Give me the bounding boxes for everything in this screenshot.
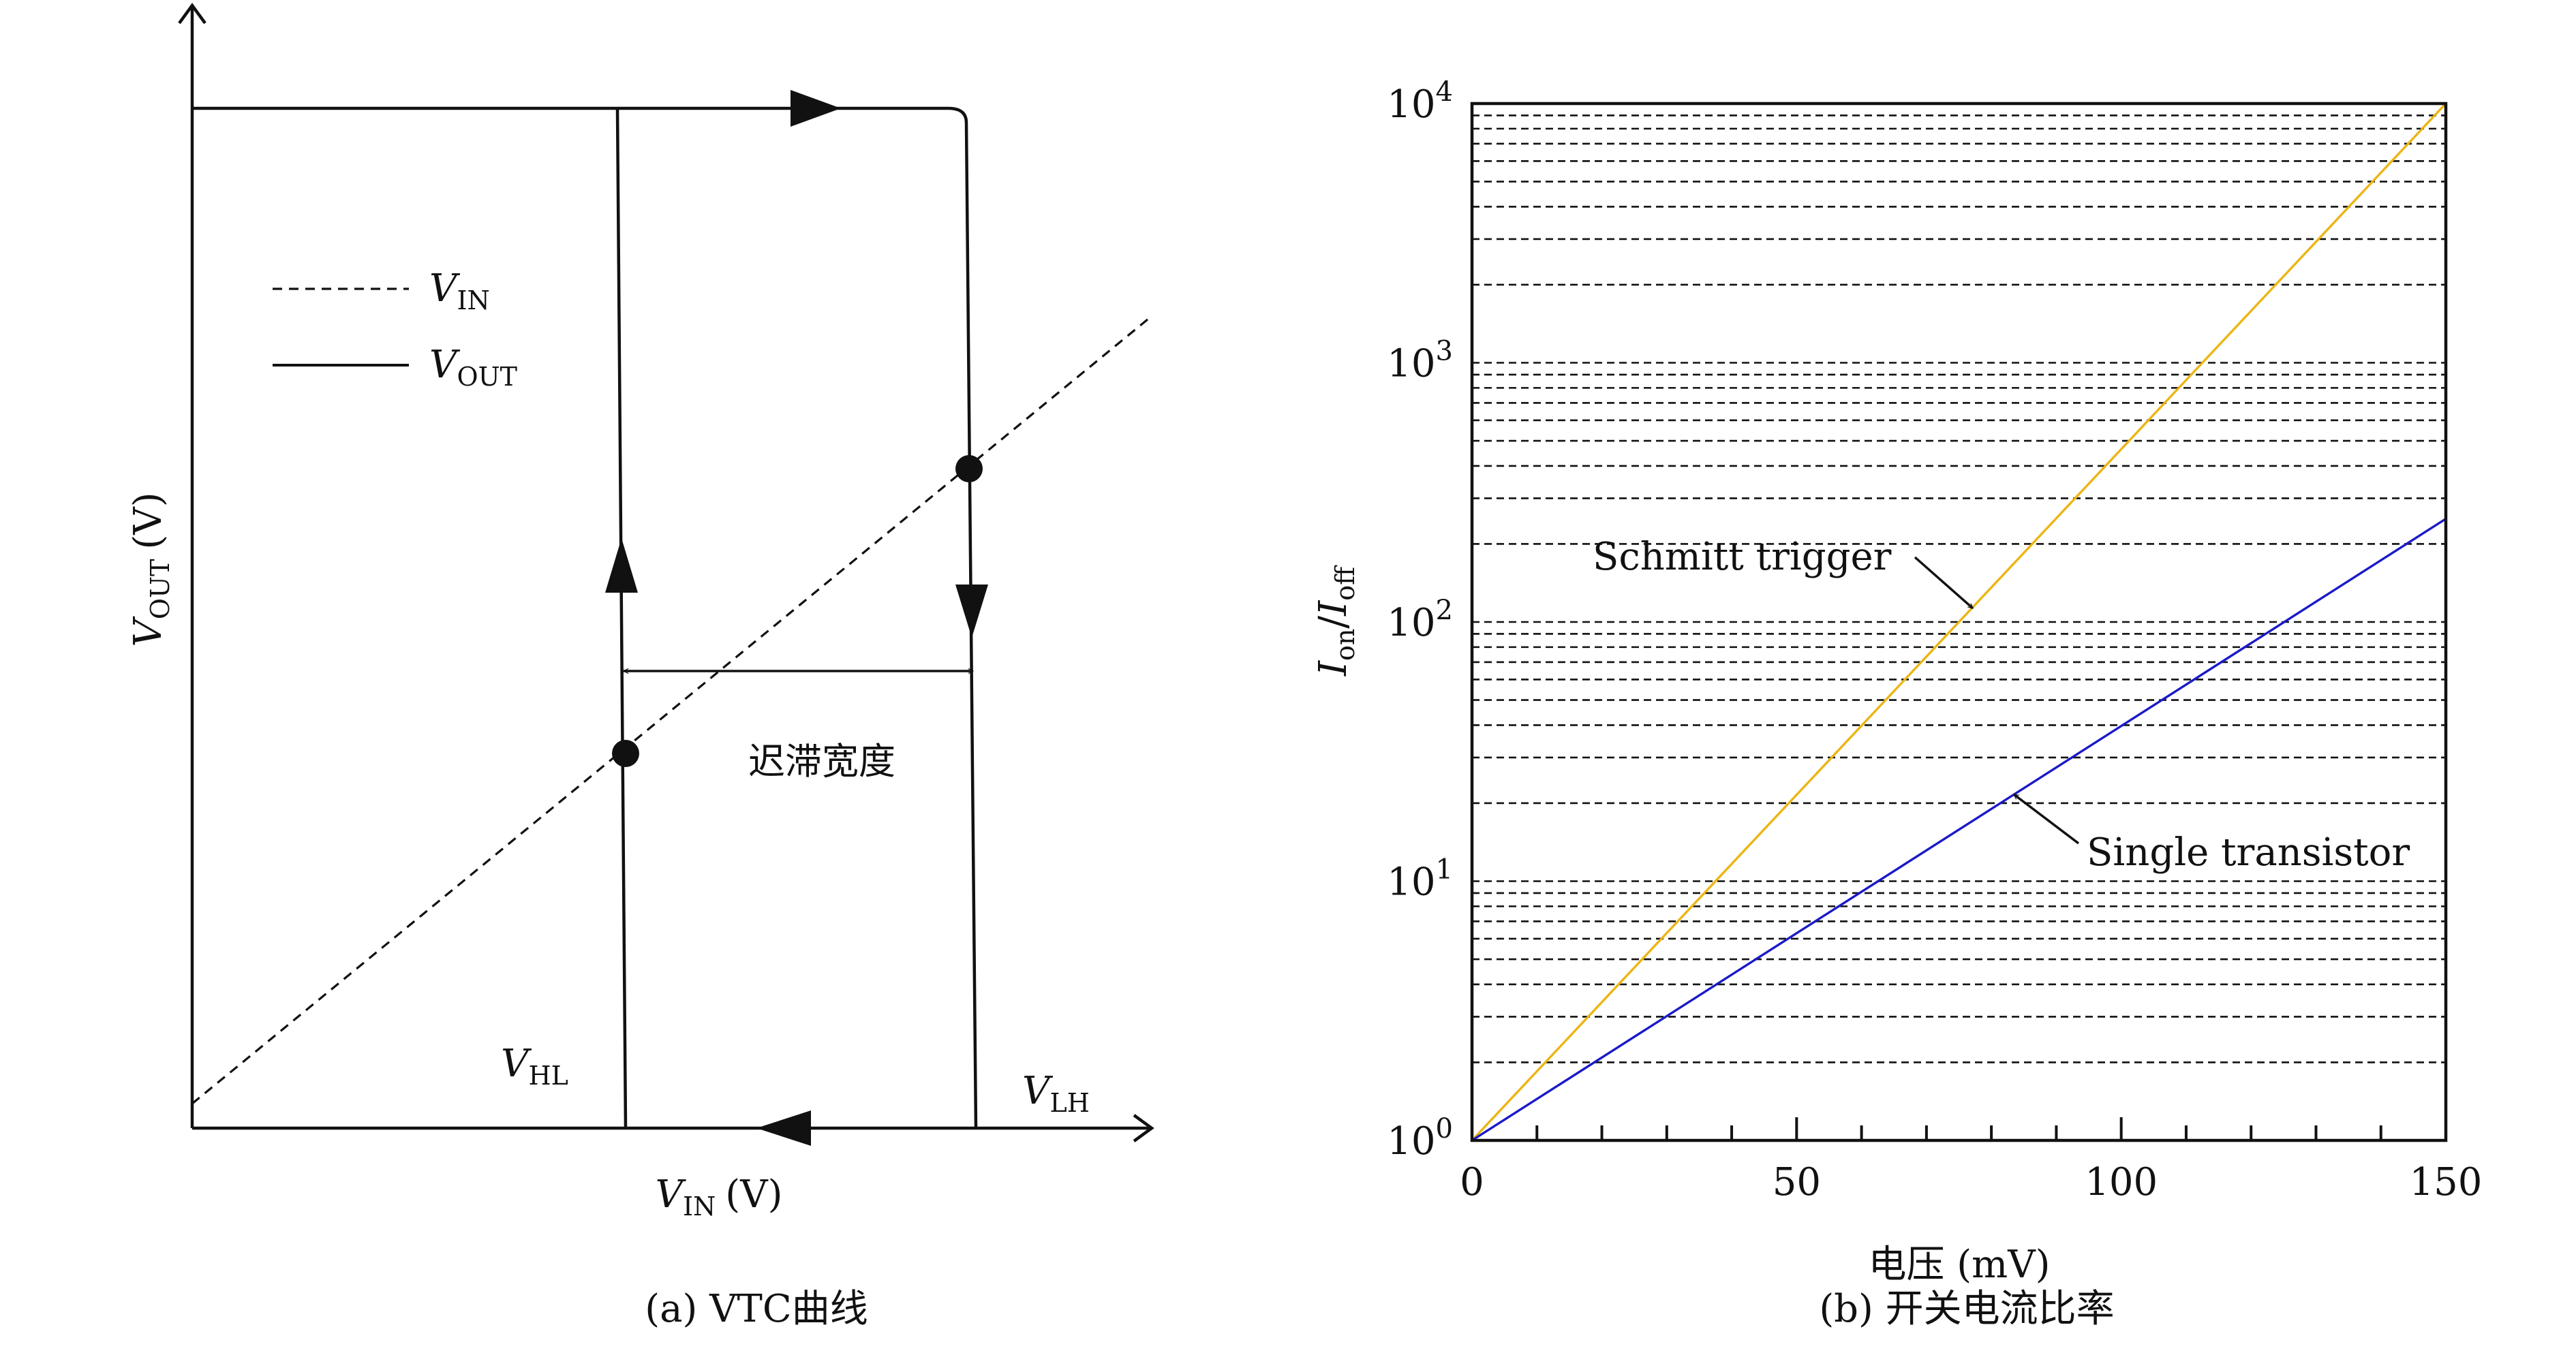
a-arrow-up (605, 538, 638, 593)
b-schmitt-annotation: Schmitt trigger (1593, 535, 1892, 579)
b-single-annotation-arrow (2012, 793, 2080, 845)
a-vhl-label: VHL (501, 1042, 568, 1091)
a-switch-point-high (955, 455, 983, 482)
a-legend-vin-label: VIN (429, 266, 490, 315)
b-series (1471, 102, 2447, 1142)
b-y-tick-label: 103 (1387, 336, 1453, 386)
b-x-tick-label: 150 (2410, 1160, 2483, 1204)
a-x-axis-label: VIN(V) (656, 1172, 783, 1221)
b-caption: (b) 开关电流比率 (1819, 1287, 2114, 1331)
panel-b-on-off-ratio: 0 50 100 150 100 101 102 103 104 Schmitt trigger… (1311, 76, 2482, 1331)
a-vlh-label: VLH (1022, 1069, 1090, 1118)
a-arrow-right (791, 90, 841, 127)
b-y-tick-label: 100 (1387, 1113, 1453, 1164)
b-y-tick-label: 101 (1387, 854, 1453, 905)
b-x-axis-label: 电压 (mV) (1868, 1243, 2050, 1287)
a-legend-vout-label: VOUT (429, 343, 517, 392)
a-vout-top-corner (948, 106, 978, 1129)
a-x-axis-arrowhead (1133, 1114, 1154, 1142)
b-single-annotation: Single transistor (2087, 830, 2410, 875)
b-grid (1472, 102, 2446, 1063)
b-y-axis-label: Ion/Ioff (1311, 565, 1360, 676)
b-x-tick-label: 50 (1773, 1160, 1821, 1204)
b-series-single-transistor (1471, 518, 2447, 1142)
a-arrow-down (955, 585, 988, 638)
a-hysteresis-label: 迟滞宽度 (748, 740, 895, 783)
b-x-tick-label: 0 (1460, 1160, 1484, 1204)
a-legend: VIN VOUT (273, 266, 517, 392)
b-tick-labels: 0 50 100 150 100 101 102 103 104 (1387, 76, 2482, 1204)
b-x-tick-label: 100 (2085, 1160, 2158, 1204)
a-caption: (a) VTC曲线 (645, 1287, 868, 1331)
a-vout-left-vertical (615, 108, 628, 1129)
b-ticks (1535, 1117, 2382, 1140)
a-y-axis-label: VOUT(V) (126, 492, 175, 647)
a-switch-point-low (612, 740, 639, 767)
a-y-axis-arrowhead (178, 3, 206, 25)
panel-a-vtc: 迟滞宽度 VHL VLH VIN VOUT VIN(V) VOUT(V) (a)… (126, 3, 1154, 1331)
b-plot-frame (1470, 102, 2448, 1142)
b-y-tick-label: 104 (1387, 76, 1453, 127)
b-schmitt-annotation-arrow (1914, 556, 1974, 610)
a-arrow-left (756, 1110, 811, 1146)
a-vin-dashed-line (191, 315, 1153, 1105)
b-y-tick-label: 102 (1387, 595, 1453, 645)
b-series-schmitt-trigger (1471, 102, 2447, 1142)
